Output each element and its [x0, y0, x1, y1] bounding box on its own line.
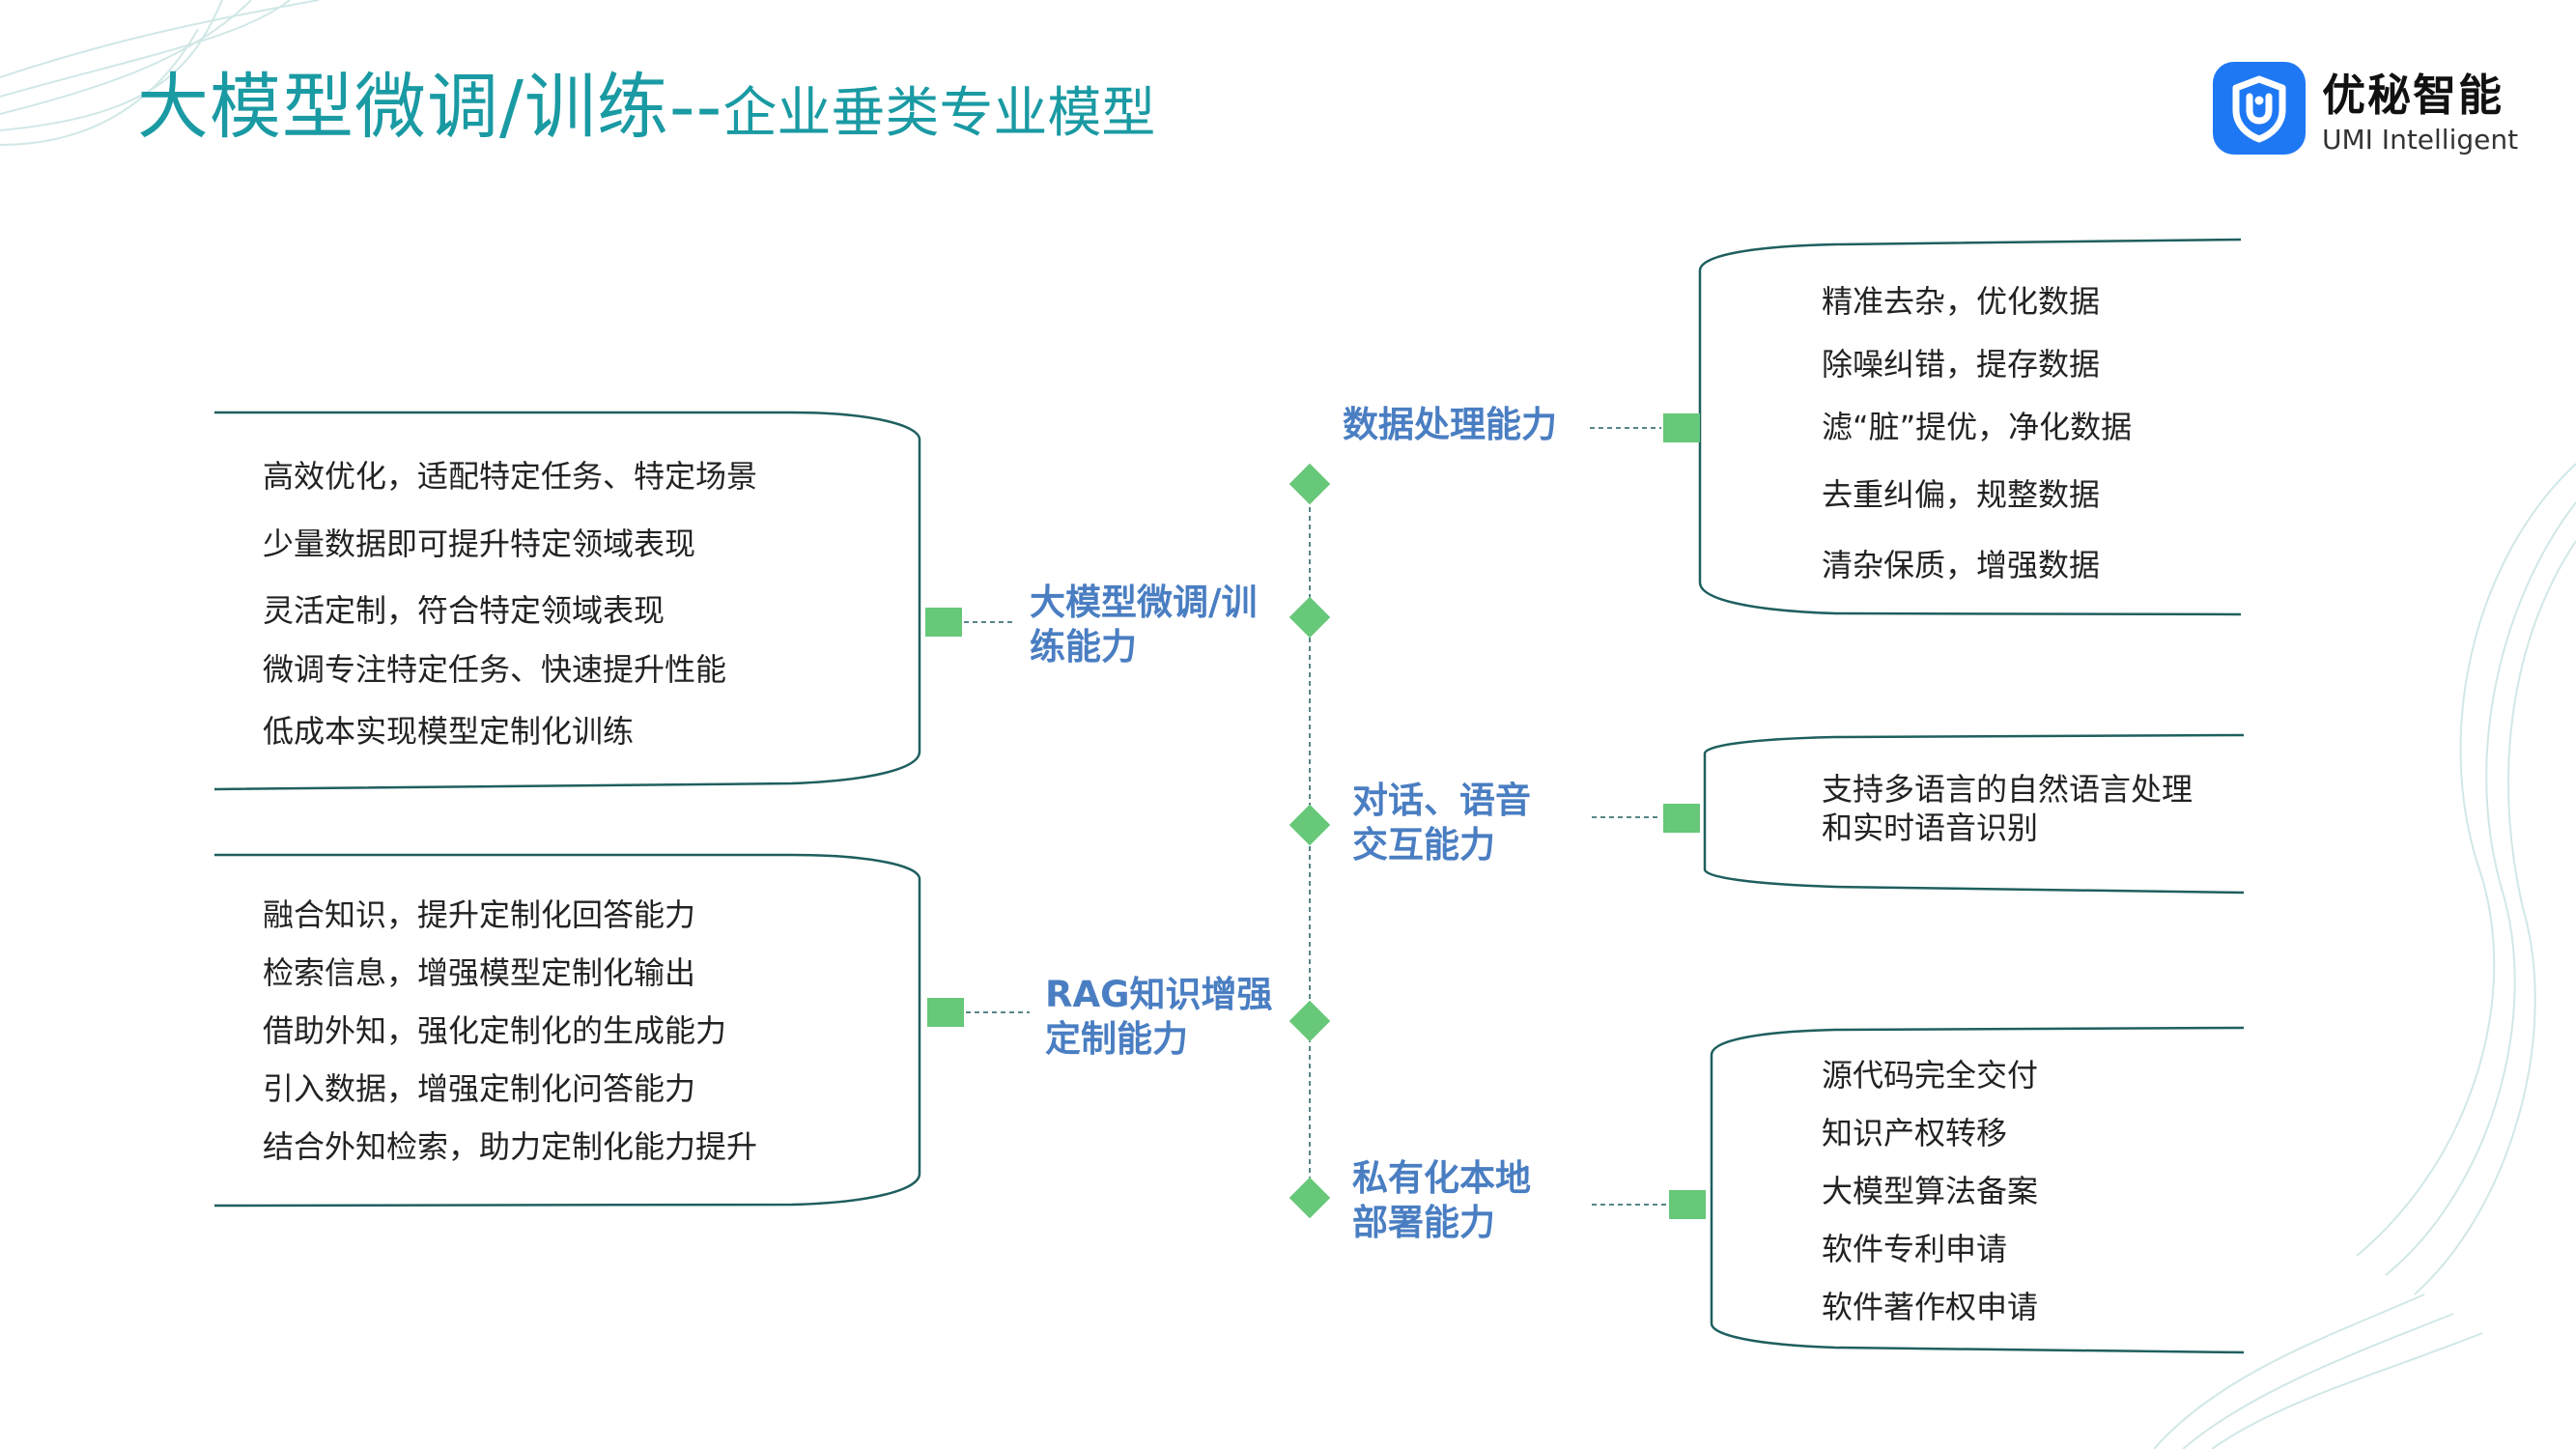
outline-dialog-box — [1703, 733, 2245, 895]
list-item: 结合外知检索，助力定制化能力提升 — [263, 1128, 758, 1165]
shield-u-icon — [2232, 75, 2286, 143]
list-item: 除噪纠错，提存数据 — [1822, 346, 2101, 383]
list-item: 引入数据，增强定制化问答能力 — [263, 1070, 696, 1107]
list-item: 高效优化，适配特定任务、特定场景 — [263, 458, 758, 495]
list-item: 滤“脏”提优，净化数据 — [1822, 409, 2133, 445]
node-label-data: 数据处理能力 — [1343, 404, 1557, 445]
branch-square — [927, 998, 964, 1027]
branch-square — [1663, 413, 1700, 442]
branch-square — [925, 608, 962, 637]
list-item: 精准去杂，优化数据 — [1822, 283, 2101, 320]
logo-name: 优秘智能 — [2322, 70, 2505, 121]
list-item: 借助外知，强化定制化的生成能力 — [263, 1012, 727, 1049]
list-item: 低成本实现模型定制化训练 — [263, 713, 635, 750]
outline-rag-box — [213, 853, 921, 1208]
outline-data-box — [1698, 238, 2242, 616]
title-main: 大模型微调/训练-- — [137, 66, 723, 149]
branch-outlines — [213, 238, 2245, 1354]
node-label-deploy: 私有化本地 部署能力 — [1352, 1157, 1531, 1243]
list-item: 软件著作权申请 — [1822, 1289, 2039, 1325]
list-item: 支持多语言的自然语言处理和实时语音识别 — [1822, 771, 2194, 846]
logo-subtitle: UMI Intelligent — [2322, 124, 2519, 156]
list-item: 融合知识，提升定制化回答能力 — [263, 896, 696, 933]
node-label-rag: RAG知识增强 定制能力 — [1045, 974, 1273, 1060]
list-item: 大模型算法备案 — [1822, 1173, 2039, 1209]
list-item: 灵活定制，符合特定领域表现 — [263, 592, 665, 629]
outline-finetune-box — [213, 411, 921, 791]
list-item: 软件专利申请 — [1822, 1231, 2008, 1267]
list-item: 知识产权转移 — [1822, 1115, 2008, 1151]
branch-square — [1663, 804, 1700, 833]
list-item: 源代码完全交付 — [1822, 1057, 2039, 1094]
logo-icon — [2213, 62, 2306, 155]
list-item: 少量数据即可提升特定领域表现 — [263, 526, 696, 562]
branch-square — [1669, 1190, 1706, 1219]
node-label-dialog: 对话、语音 交互能力 — [1352, 780, 1531, 866]
outline-deploy-box — [1710, 1026, 2245, 1354]
list-item: 去重纠偏，规整数据 — [1822, 476, 2101, 513]
list-item: 检索信息，增强模型定制化输出 — [263, 954, 696, 991]
list-item: 微调专注特定任务、快速提升性能 — [263, 651, 727, 688]
title-subtitle: 企业垂类专业模型 — [722, 82, 1156, 145]
list-item: 清杂保质，增强数据 — [1822, 547, 2101, 583]
page-title: 大模型微调/训练--企业垂类专业模型 — [137, 71, 1155, 143]
node-label-finetune: 大模型微调/训 练能力 — [1030, 582, 1258, 668]
